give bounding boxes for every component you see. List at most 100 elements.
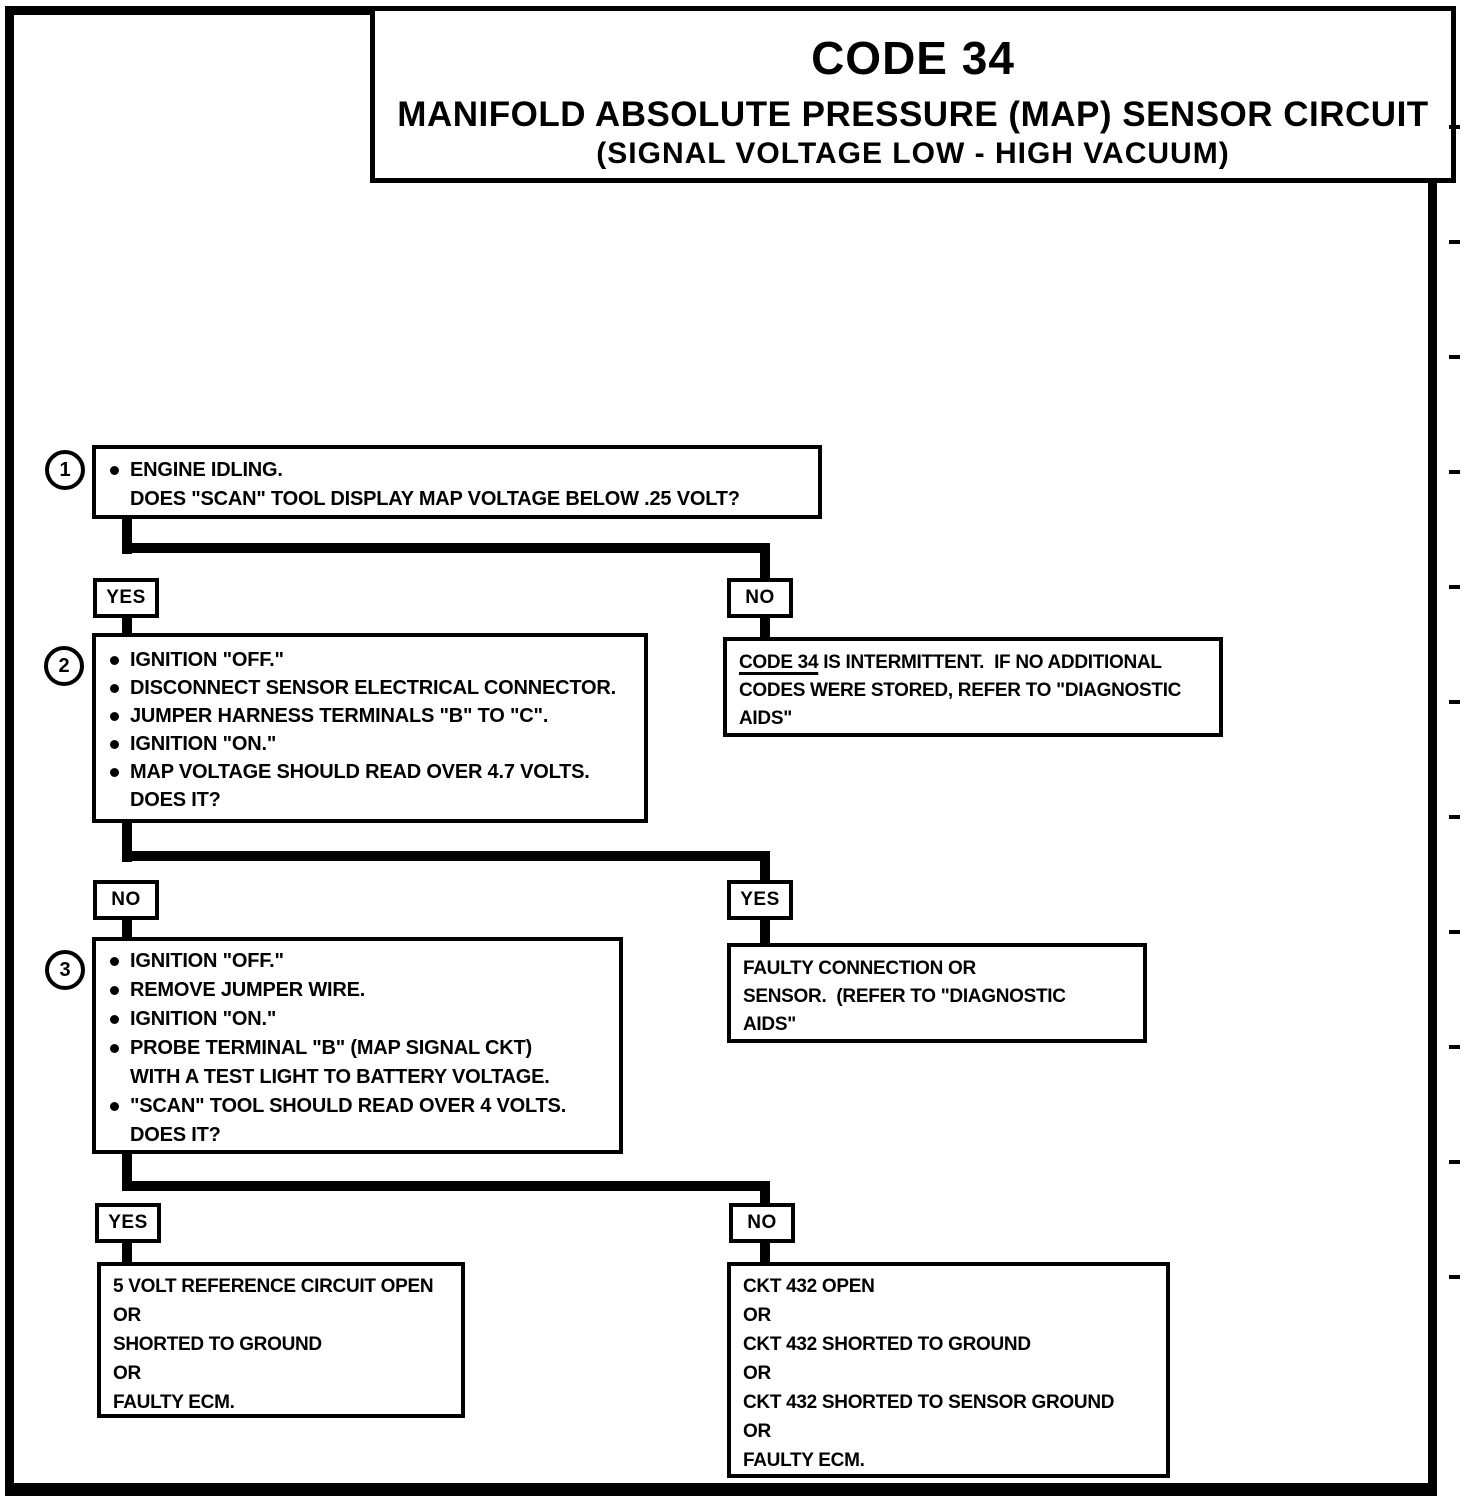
step-line-text: WITH A TEST LIGHT TO BATTERY VOLTAGE.	[130, 1066, 550, 1088]
bullet-icon	[96, 712, 130, 721]
bullet-icon	[96, 1044, 130, 1053]
result-line: CKT 432 OPEN	[743, 1276, 875, 1297]
result-line: OR	[743, 1305, 771, 1326]
bullet-icon	[96, 656, 130, 665]
result-line: CODE 34 IS INTERMITTENT. IF NO ADDITIONA…	[739, 649, 1207, 677]
margin-tick	[1449, 930, 1460, 934]
margin-tick	[1449, 700, 1460, 704]
step-line: "SCAN" TOOL SHOULD READ OVER 4 VOLTS.	[96, 1092, 619, 1121]
step-line: MAP VOLTAGE SHOULD READ OVER 4.7 VOLTS.	[96, 758, 644, 786]
step-line-text: IGNITION "ON."	[130, 1008, 277, 1030]
connector-line	[760, 919, 770, 945]
step-line-text: DOES "SCAN" TOOL DISPLAY MAP VOLTAGE BEL…	[130, 488, 740, 510]
step-line: IGNITION "OFF."	[96, 646, 644, 674]
result-line: AIDS"	[739, 708, 792, 729]
step-3-box: IGNITION "OFF." REMOVE JUMPER WIRE. IGNI…	[92, 937, 623, 1154]
step-line: DISCONNECT SENSOR ELECTRICAL CONNECTOR.	[96, 674, 644, 702]
page-title: CODE 34	[811, 32, 1015, 84]
connector-line	[122, 851, 770, 861]
step-line: DOES IT?	[96, 786, 644, 814]
result-line: 5 VOLT REFERENCE CIRCUIT OPEN	[113, 1276, 434, 1297]
margin-tick	[1449, 815, 1460, 819]
result-line: OR	[113, 1305, 141, 1326]
result-line: OR	[743, 1421, 771, 1442]
step-line: JUMPER HARNESS TERMINALS "B" TO "C".	[96, 702, 644, 730]
result-five-volt-box: 5 VOLT REFERENCE CIRCUIT OPEN OR SHORTED…	[97, 1262, 465, 1418]
margin-tick	[1449, 355, 1460, 359]
margin-tick	[1449, 1160, 1460, 1164]
connector-line	[122, 822, 132, 862]
result-line: OR	[113, 1363, 141, 1384]
margin-tick	[1449, 585, 1460, 589]
step-line-text: REMOVE JUMPER WIRE.	[130, 979, 366, 1001]
connector-line	[760, 1181, 770, 1204]
result-line: OR	[743, 1363, 771, 1384]
step-line-text: IGNITION "OFF."	[130, 950, 284, 972]
step-line-text: IGNITION "ON."	[130, 733, 277, 755]
bullet-icon	[96, 740, 130, 749]
connector-line	[760, 851, 770, 881]
result-line: CKT 432 SHORTED TO SENSOR GROUND	[743, 1392, 1115, 1413]
step-line-text: MAP VOLTAGE SHOULD READ OVER 4.7 VOLTS.	[130, 761, 590, 783]
title-subtitle-1: MANIFOLD ABSOLUTE PRESSURE (MAP) SENSOR …	[397, 95, 1429, 134]
connector-line	[122, 617, 132, 639]
bullet-icon	[96, 1015, 130, 1024]
bullet-icon	[96, 768, 130, 777]
bullet-icon	[96, 957, 130, 966]
step-line: IGNITION "ON."	[96, 730, 644, 758]
step-line: DOES "SCAN" TOOL DISPLAY MAP VOLTAGE BEL…	[96, 485, 818, 514]
step-line-text: DISCONNECT SENSOR ELECTRICAL CONNECTOR.	[130, 677, 616, 699]
step-line-text: JUMPER HARNESS TERMINALS "B" TO "C".	[130, 705, 549, 727]
result-line: CKT 432 SHORTED TO GROUND	[743, 1334, 1031, 1355]
title-subtitle-2: (SIGNAL VOLTAGE LOW - HIGH VACUUM)	[596, 137, 1230, 170]
branch-3-no-label: NO	[729, 1203, 795, 1243]
step-line: PROBE TERMINAL "B" (MAP SIGNAL CKT)	[96, 1034, 619, 1063]
branch-3-yes-label: YES	[95, 1203, 161, 1243]
step-1-box: ENGINE IDLING. DOES "SCAN" TOOL DISPLAY …	[92, 445, 822, 519]
margin-tick	[1449, 470, 1460, 474]
step-line-text: IGNITION "OFF."	[130, 649, 284, 671]
margin-tick	[1449, 125, 1460, 129]
step-line-text: PROBE TERMINAL "B" (MAP SIGNAL CKT)	[130, 1037, 532, 1059]
connector-line	[760, 1242, 770, 1263]
step-line-text: DOES IT?	[130, 1124, 221, 1146]
margin-tick	[1449, 240, 1460, 244]
step-2-box: IGNITION "OFF." DISCONNECT SENSOR ELECTR…	[92, 633, 648, 823]
bullet-icon	[96, 466, 130, 475]
branch-2-no-label: NO	[93, 880, 159, 920]
step-line: DOES IT?	[96, 1121, 619, 1150]
connector-line	[122, 1153, 132, 1191]
step-line: WITH A TEST LIGHT TO BATTERY VOLTAGE.	[96, 1063, 619, 1092]
bullet-icon	[96, 1102, 130, 1111]
result-line: FAULTY CONNECTION OR	[743, 958, 976, 979]
branch-1-no-label: NO	[727, 578, 793, 618]
result-ckt-432-box: CKT 432 OPEN OR CKT 432 SHORTED TO GROUN…	[727, 1262, 1170, 1478]
result-line: SENSOR. (REFER TO "DIAGNOSTIC	[743, 986, 1066, 1007]
title-box: CODE 34 MANIFOLD ABSOLUTE PRESSURE (MAP)…	[370, 6, 1456, 183]
step-2-number: 2	[44, 646, 84, 686]
step-line: IGNITION "ON."	[96, 1005, 619, 1034]
step-line-text: DOES IT?	[130, 789, 221, 811]
result-code-underlined: CODE 34	[739, 652, 819, 673]
step-line: ENGINE IDLING.	[96, 456, 818, 485]
step-line-text: "SCAN" TOOL SHOULD READ OVER 4 VOLTS.	[130, 1095, 567, 1117]
connector-line	[122, 919, 132, 939]
result-intermittent-box: CODE 34 IS INTERMITTENT. IF NO ADDITIONA…	[723, 637, 1223, 737]
step-line: IGNITION "OFF."	[96, 947, 619, 976]
connector-line	[122, 543, 770, 553]
result-line-text: IS INTERMITTENT. IF NO ADDITIONAL	[818, 652, 1162, 673]
connector-line	[760, 543, 770, 579]
result-line: FAULTY ECM.	[113, 1392, 235, 1413]
result-line: FAULTY ECM.	[743, 1450, 865, 1471]
result-faulty-sensor-box: FAULTY CONNECTION OR SENSOR. (REFER TO "…	[727, 943, 1147, 1043]
connector-line	[122, 1242, 132, 1263]
step-3-number: 3	[45, 950, 85, 990]
result-line: SHORTED TO GROUND	[113, 1334, 322, 1355]
step-line: REMOVE JUMPER WIRE.	[96, 976, 619, 1005]
branch-1-yes-label: YES	[93, 578, 159, 618]
margin-tick	[1449, 1275, 1460, 1279]
step-line-text: ENGINE IDLING.	[130, 459, 283, 481]
result-line: CODES WERE STORED, REFER TO "DIAGNOSTIC	[739, 680, 1182, 701]
bullet-icon	[96, 684, 130, 693]
